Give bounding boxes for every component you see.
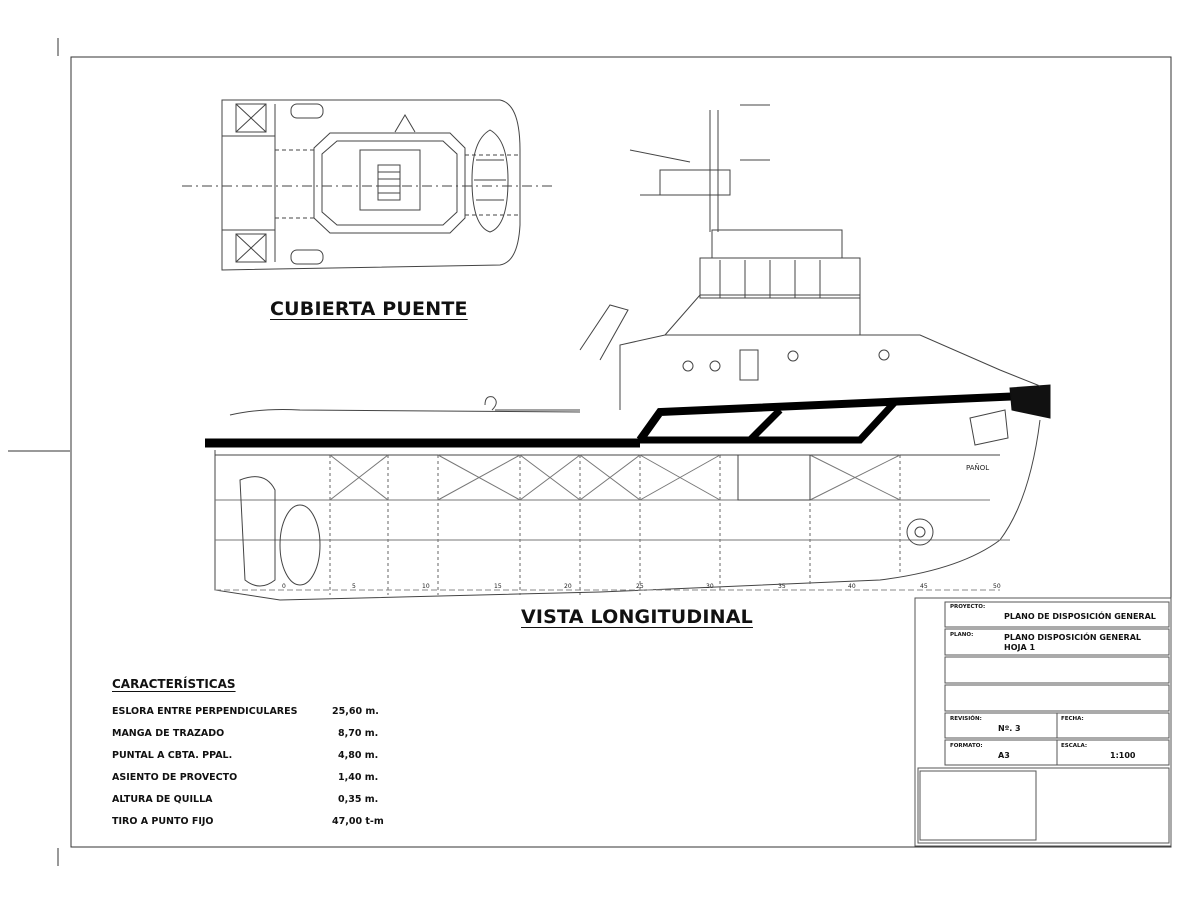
characteristic-value: 1,40 m. [338, 772, 379, 783]
title-block-proyecto-label: PROYECTO: [950, 604, 986, 610]
characteristic-label: ASIENTO DE PROVECTO [112, 772, 238, 783]
frame-number: 10 [422, 583, 430, 590]
characteristic-label: ALTURA DE QUILLA [112, 794, 213, 805]
title-block-plano-value-2: HOJA 1 [1004, 643, 1036, 652]
title-block-proyecto-value: PLANO DE DISPOSICIÓN GENERAL [1004, 612, 1156, 621]
bridge-deck-plan [182, 99, 555, 271]
characteristic-label: TIRO A PUNTO FIJO [112, 816, 214, 827]
characteristic-label: MANGA DE TRAZADO [112, 728, 225, 739]
characteristic-value: 4,80 m. [338, 750, 379, 761]
characteristic-value: 47,00 t-m [332, 816, 384, 827]
profile-title: VISTA LONGITUDINAL [521, 606, 753, 628]
frame-number: 20 [564, 583, 572, 590]
frame-number-labels: 0 5 10 15 20 25 30 35 40 45 50 [282, 583, 1001, 590]
title-block-plano-label: PLANO: [950, 632, 974, 638]
longitudinal-profile [205, 104, 1051, 601]
characteristic-row: PUNTAL A CBTA. PPAL. 4,80 m. [112, 750, 402, 764]
deck-plan-title: CUBIERTA PUENTE [270, 298, 468, 320]
title-block-revision-value: Nº. 3 [998, 724, 1021, 733]
title-block-frame [914, 597, 1172, 847]
frame-number: 50 [993, 583, 1001, 590]
characteristic-row: TIRO A PUNTO FIJO 47,00 t-m [112, 816, 402, 830]
characteristic-value: 25,60 m. [332, 706, 379, 717]
frame-number: 40 [848, 583, 856, 590]
storeroom-label: PAÑOL [966, 463, 989, 472]
title-block-plano-value-1: PLANO DISPOSICIÓN GENERAL [1004, 633, 1141, 642]
characteristic-row: ALTURA DE QUILLA 0,35 m. [112, 794, 402, 808]
frame-number: 5 [352, 583, 356, 590]
title-block-formato-label: FORMATO: [950, 743, 983, 749]
characteristic-row: ESLORA ENTRE PERPENDICULARES 25,60 m. [112, 706, 402, 720]
characteristic-value: 8,70 m. [338, 728, 379, 739]
frame-number: 25 [636, 583, 644, 590]
title-block-escala-value: 1:100 [1110, 751, 1136, 760]
frame-number: 15 [494, 583, 502, 590]
title-block-revision-label: REVISIÓN: [950, 716, 982, 722]
frame-number: 45 [920, 583, 928, 590]
title-block-fecha-label: FECHA: [1061, 716, 1084, 722]
title-block-escala-label: ESCALA: [1061, 743, 1088, 749]
frame-number: 0 [282, 583, 286, 590]
characteristic-label: ESLORA ENTRE PERPENDICULARES [112, 706, 298, 717]
sheet-frame [8, 38, 1172, 866]
characteristic-value: 0,35 m. [338, 794, 379, 805]
characteristics-title: CARACTERÍSTICAS [112, 677, 236, 691]
characteristic-row: MANGA DE TRAZADO 8,70 m. [112, 728, 402, 742]
title-block-formato-value: A3 [998, 751, 1010, 760]
characteristic-label: PUNTAL A CBTA. PPAL. [112, 750, 233, 761]
frame-number: 30 [706, 583, 714, 590]
characteristic-row: ASIENTO DE PROVECTO 1,40 m. [112, 772, 402, 786]
frame-number: 35 [778, 583, 786, 590]
